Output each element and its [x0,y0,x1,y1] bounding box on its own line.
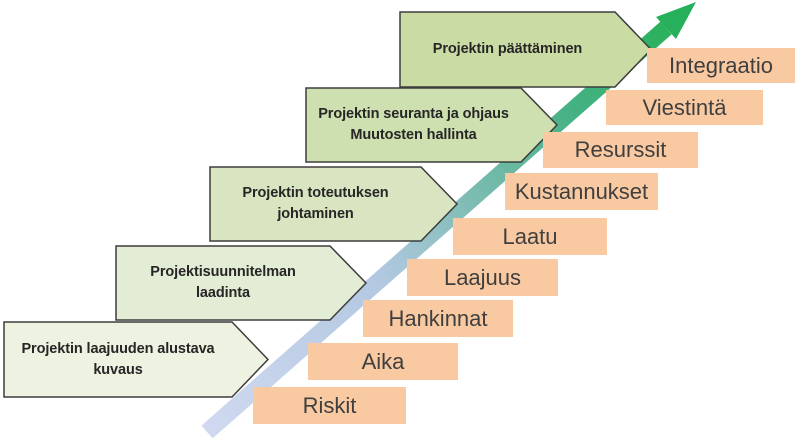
stage-label-line: laadinta [196,285,250,301]
area-box-integraatio: Integraatio [647,48,795,83]
stage-label-execution: Projektin toteutuksen johtaminen [210,167,421,241]
area-box-viestinta: Viestintä [606,90,763,125]
area-box-laatu: Laatu [453,218,607,255]
stage-label-monitoring: Projektin seuranta ja ohjaus Muutosten h… [306,88,521,162]
stage-label-line: Projektin laajuuden alustava [21,340,215,357]
stage-shape-project-plan [115,245,368,321]
stage-shape-closing [399,11,653,88]
area-label: Riskit [302,392,357,418]
stage-label-line: Projektin seuranta ja ohjaus [318,106,509,122]
stage-label-line: Projektisuunnitelman [150,264,296,280]
stage-label-scope-description: Projektin laajuuden alustava kuvaus [4,322,232,397]
area-label: Laajuus [443,264,522,290]
stage-label-line: kuvaus [93,361,143,378]
area-box-aika: Aika [308,343,458,380]
area-label: Integraatio [669,52,773,78]
stage-shape-execution [209,166,459,242]
area-box-riskit: Riskit [253,387,406,424]
area-label: Viestintä [642,94,727,120]
area-label: Resurssit [574,137,667,162]
area-label: Aika [361,348,405,374]
stage-label-line: Projektin toteutuksen [242,185,389,201]
stage-label-line: Projektin päättäminen [432,41,583,57]
area-box-kustannukset: Kustannukset [505,173,658,210]
arrow-head-icon [656,2,696,39]
area-box-laajuus: Laajuus [407,259,558,296]
area-label: Laatu [502,223,558,249]
timeline-arrow-shaft [201,21,672,438]
area-label: Kustannukset [514,178,649,204]
stage-label-line: johtaminen [277,206,354,222]
stage-label-project-plan: Projektisuunnitelman laadinta [116,246,330,320]
area-box-hankinnat: Hankinnat [363,300,513,337]
area-label: Hankinnat [388,305,488,331]
stage-label-closing: Projektin päättäminen [400,12,615,87]
area-box-resurssit: Resurssit [543,132,698,168]
stage-shape-monitoring [305,87,559,163]
stage-label-line: Muutosten hallinta [350,127,477,143]
stage-shape-scope-description [3,321,270,398]
